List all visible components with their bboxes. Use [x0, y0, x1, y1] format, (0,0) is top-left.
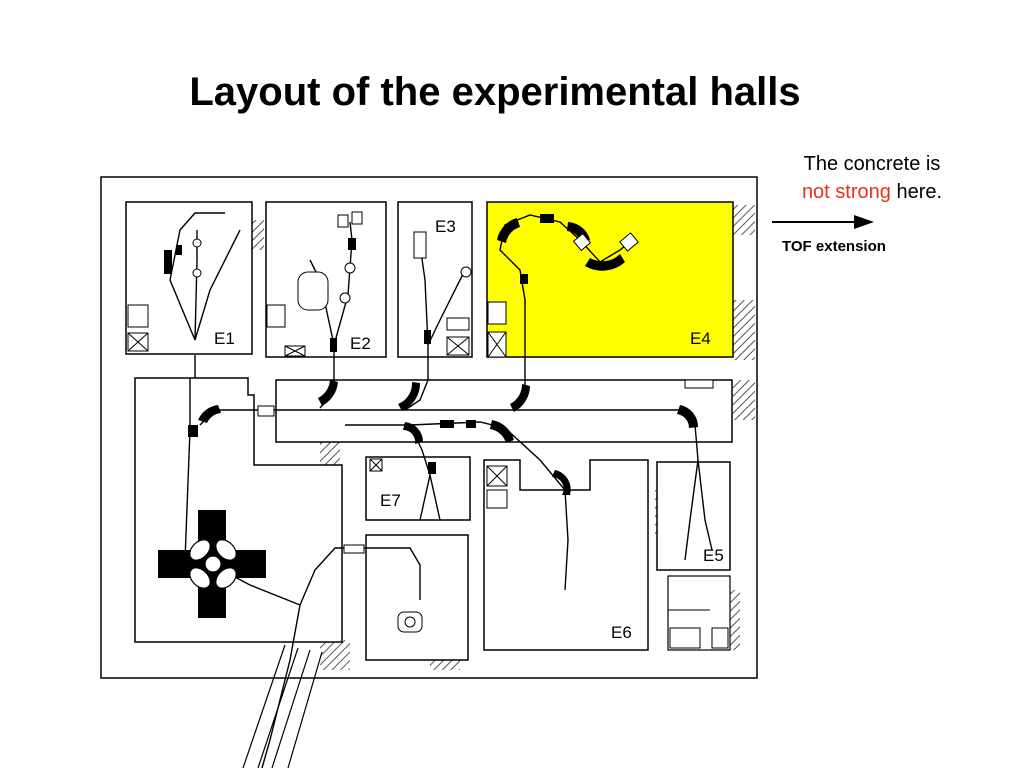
hall-e5-outline — [656, 461, 731, 571]
concrete-note: The concrete is not strong here. — [772, 150, 972, 206]
label-e5: E5 — [703, 546, 724, 565]
hall-e7-outline — [365, 456, 471, 521]
label-e2: E2 — [350, 334, 371, 353]
tof-extension-label: TOF extension — [782, 238, 886, 255]
transport-tunnel — [242, 644, 323, 768]
hall-e6-outline — [483, 459, 649, 651]
hall-lower-center-outline — [365, 534, 469, 661]
label-e1: E1 — [214, 329, 235, 348]
tof-arrow — [772, 215, 874, 229]
label-e7: E7 — [380, 491, 401, 510]
label-e6: E6 — [611, 623, 632, 642]
note-emphasis: not strong — [801, 181, 891, 203]
hall-labels: E1 E2 E3 E4 E5 E6 E7 — [214, 217, 724, 642]
label-e3: E3 — [435, 217, 456, 236]
note-rest: here. — [890, 181, 943, 203]
note-line1: The concrete is — [803, 153, 941, 175]
label-e4: E4 — [690, 329, 711, 348]
equipment-symbols — [127, 211, 729, 649]
hall-e1-outline — [125, 201, 253, 355]
target-station — [189, 539, 237, 589]
slide-title: Layout of the experimental halls — [189, 70, 801, 114]
